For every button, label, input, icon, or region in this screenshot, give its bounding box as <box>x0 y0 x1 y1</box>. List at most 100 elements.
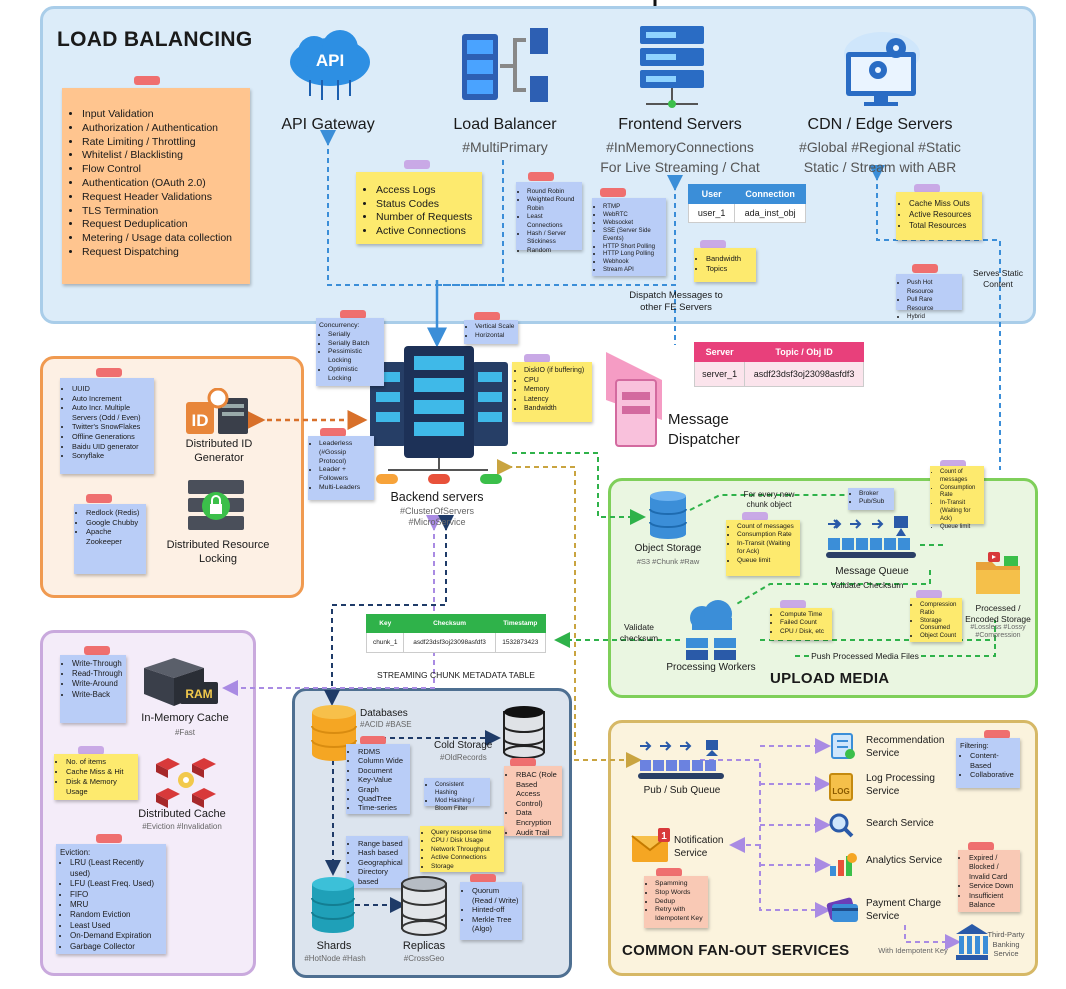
cdn-monitor-icon <box>840 24 924 108</box>
lb-algorithm-note: Round RobinWeighted Round RobinLeast Con… <box>516 182 582 254</box>
note-pin <box>600 188 626 197</box>
frontend-tag-2: For Live Streaming / Chat <box>600 159 760 175</box>
list-item: Leaderless (#Gossip Protocol) <box>319 440 371 466</box>
table-header: Key <box>365 614 405 633</box>
table-header: Topic / Obj ID <box>744 342 864 362</box>
bank-label: Third-Party Banking Service <box>987 930 1025 958</box>
pub-sub-label: Pub / Sub Queue <box>643 785 721 796</box>
list-item: Query response time <box>431 829 501 837</box>
list-item: Webhook <box>603 258 663 266</box>
list-item: Least Used <box>70 921 162 931</box>
list-item: Count of messages <box>737 523 797 531</box>
list-item: Auto Increment <box>72 394 151 404</box>
list-item: Graph <box>358 785 407 794</box>
write-policy-note: Write-ThroughRead-ThroughWrite-AroundWri… <box>60 655 126 723</box>
list-item: RTMP <box>603 203 663 211</box>
svg-text:RAM: RAM <box>185 687 212 701</box>
list-item: Authentication (OAuth 2.0) <box>82 177 242 191</box>
list-item: Directory based <box>358 867 405 886</box>
in-memory-cache-label: In-Memory Cache <box>141 712 229 724</box>
list-item: Stream API <box>603 266 663 274</box>
cdn-metrics-list: Cache Miss OutsActive ResourcesTotal Res… <box>900 198 978 231</box>
shards-label: Shards <box>316 940 352 952</box>
distributed-cache-icon <box>150 752 220 808</box>
list-item: Request Deduplication <box>82 218 242 232</box>
processed-storage-label: Processed / Encoded Storage <box>965 603 1031 624</box>
broker-note: BrokerPub/Sub <box>848 488 894 510</box>
gateway-features-note: Input ValidationAuthorization / Authenti… <box>62 88 250 284</box>
processing-workers-label: Processing Workers <box>666 662 756 673</box>
list-item: Push Hot Resource <box>907 279 959 296</box>
processing-workers-icon <box>682 600 742 662</box>
list-item: Mod Hashing / Bloom Filter <box>435 797 487 813</box>
id-methods-list: UUIDAuto IncrementAuto Incr. Multiple Se… <box>63 384 151 461</box>
list-item: Active Connections <box>431 854 501 862</box>
list-item: Request Header Validations <box>82 191 242 205</box>
list-item: Active Resources <box>909 209 978 220</box>
list-item: Hash / Server Stickiness <box>527 230 579 247</box>
frontend-tag-1: #InMemoryConnections <box>606 139 754 155</box>
note-pin <box>700 240 726 249</box>
table-cell: ada_inst_obj <box>734 203 806 223</box>
processed-tag-1: #Lossless #Lossy <box>970 624 1026 631</box>
list-item: WebRTC <box>603 211 663 219</box>
list-item: MRU <box>70 900 162 910</box>
svg-text:API: API <box>316 51 344 70</box>
lock-tools-note: Redlock (Redis)Google ChubbyApache Zooke… <box>74 504 146 574</box>
spam-note: SpammingStop WordsDedupRetry with Idempo… <box>644 876 708 928</box>
list-item: Apache Zookeeper <box>86 527 143 546</box>
list-item: Data Encryption <box>516 808 559 827</box>
push-pull-list: Push Hot ResourcePull Rare ResourceHybri… <box>899 279 959 322</box>
list-item: Spamming <box>655 880 705 889</box>
message-queue-icon <box>824 512 920 564</box>
list-item: In-Transit (Waiting for Ack) <box>737 540 797 557</box>
list-item: Rate Limiting / Throttling <box>82 136 242 150</box>
list-item: Consistent Hashing <box>435 781 487 797</box>
table-cell: 1532873423 <box>494 632 547 653</box>
list-item: Hinted-off <box>472 905 519 915</box>
message-dispatcher-label: Message Dispatcher <box>668 411 740 448</box>
notification-label: Notification Service <box>674 835 724 859</box>
list-item: Time-series <box>358 803 407 812</box>
list-item: Storage Consumed <box>920 617 960 633</box>
recommendation-icon <box>830 732 856 760</box>
list-item: LFU (Least Freq. Used) <box>70 879 162 889</box>
lock-icon <box>186 478 246 534</box>
cdn-metrics-note: Cache Miss OutsActive ResourcesTotal Res… <box>896 192 982 240</box>
list-item: Random Eviction <box>70 910 162 920</box>
list-item: Read-Through <box>72 669 123 679</box>
cdn-tag-2: Static / Stream with ABR <box>803 159 957 175</box>
shards-tag: #HotNode #Hash <box>304 954 366 963</box>
access-logs-note: Access LogsStatus CodesNumber of Request… <box>356 172 482 244</box>
object-storage-tag: #S3 #Chunk #Raw <box>636 557 700 566</box>
idempotent-key-label: With Idempotent Key <box>878 946 948 955</box>
list-item: Geographical <box>358 858 405 867</box>
list-item: Total Resources <box>909 220 978 231</box>
payment-icon <box>826 894 860 924</box>
list-item: Disk & Memory Usage <box>66 777 135 797</box>
list-item: Merkle Tree (Algo) <box>472 915 519 934</box>
cache-metrics-note: No. of itemsCache Miss & HitDisk & Memor… <box>54 754 138 800</box>
list-item: DiskIO (if buffering) <box>524 366 589 376</box>
table-header: User <box>687 184 736 204</box>
list-item: Redlock (Redis) <box>86 508 143 518</box>
list-item: Least Connections <box>527 213 579 230</box>
load-balancer-label: Load Balancer <box>453 116 557 133</box>
list-item: Compression Ratio <box>920 601 960 617</box>
db-types-list: RDMSColumn WideDocumentKey-ValueGraphQua… <box>349 747 407 813</box>
list-item: FIFO <box>70 890 162 900</box>
list-item: Failed Count <box>780 619 830 627</box>
list-item: Write-Back <box>72 690 123 700</box>
list-item: Sonyflake <box>72 451 151 461</box>
cold-storage-tag: #OldRecords <box>440 753 487 762</box>
filtering-heading: Filtering: <box>960 741 989 750</box>
eviction-list: LRU (Least Recently used)LFU (Least Freq… <box>60 858 162 952</box>
svg-text:1: 1 <box>661 831 667 842</box>
backend-tag-2: #MicroService <box>408 517 466 527</box>
replicas-icon <box>400 876 450 936</box>
payment-label: Payment Charge Service <box>866 898 942 922</box>
push-processed-label: Push Processed Media Files <box>810 651 920 661</box>
load-balancing-title: LOAD BALANCING <box>57 28 253 51</box>
note-pin <box>96 368 122 377</box>
concurrency-heading: Concurrency: <box>319 322 360 329</box>
